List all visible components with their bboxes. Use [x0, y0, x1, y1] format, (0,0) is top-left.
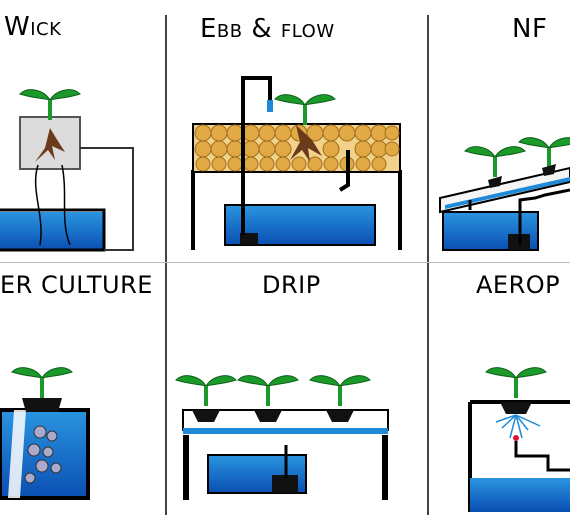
- divider-vertical-left: [165, 15, 167, 515]
- nft-system: [439, 137, 570, 251]
- ebb-pump: [240, 233, 258, 245]
- panel-title-water-culture: ER CULTURE: [0, 271, 153, 299]
- aeroponics-reservoir-water: [470, 478, 570, 512]
- drip-stand-legs: [183, 435, 388, 500]
- wick-tray-outline: [80, 147, 134, 251]
- water-culture-plant: [11, 367, 73, 399]
- air-bubble: [46, 430, 58, 442]
- air-bubble: [24, 472, 36, 484]
- aeroponics-net-pot: [500, 402, 532, 414]
- ebb-water-drip: [267, 100, 273, 112]
- water-culture-air-tube: [8, 410, 26, 498]
- air-bubble: [35, 459, 49, 473]
- ebb-overflow-pipe: [338, 150, 350, 192]
- air-bubble: [50, 462, 62, 474]
- ebb-plant: [274, 94, 336, 126]
- nft-film-water: [445, 177, 570, 209]
- divider-vertical-right: [427, 15, 429, 515]
- divider-horizontal: [0, 262, 570, 263]
- drip-plant-1: [175, 375, 237, 407]
- wick-system: [0, 89, 134, 252]
- panel-title-nft: NF: [512, 14, 548, 44]
- wick-plant: [19, 89, 81, 121]
- wick-reservoir-water: [0, 212, 104, 250]
- panel-title-wick: Wick: [4, 12, 62, 42]
- aeroponics-roots: [495, 414, 541, 439]
- drip-net-pot-2: [254, 410, 282, 422]
- air-bubble: [42, 446, 54, 458]
- wick-roots: [35, 128, 65, 162]
- water-culture-system: [0, 367, 90, 500]
- wick-strand-left: [34, 164, 42, 246]
- ebb-roots: [290, 125, 322, 162]
- panel-title-aeroponics: AEROP: [476, 271, 561, 299]
- drip-net-pot-3: [326, 410, 354, 422]
- wick-strand-right: [61, 164, 71, 246]
- aeroponics-plant: [485, 367, 547, 399]
- air-bubble: [27, 443, 41, 457]
- drip-pump: [272, 475, 298, 493]
- ebb-stand-legs: [191, 170, 402, 250]
- aeroponics-pipe: [514, 441, 570, 472]
- panel-title-drip: DRIP: [262, 271, 321, 299]
- nft-plant-2: [518, 137, 570, 169]
- air-bubble: [33, 425, 47, 439]
- nft-return-pipe: [468, 188, 570, 245]
- ebb-clay-pebbles: [194, 124, 400, 172]
- drip-system: [175, 375, 389, 500]
- drip-tray-water: [183, 428, 388, 434]
- nft-net-pot-1: [488, 176, 502, 188]
- panel-title-ebb-flow: Ebb & flow: [200, 14, 335, 44]
- aeroponics-mister: [513, 435, 519, 441]
- drip-net-pot-1: [192, 410, 220, 422]
- ebb-fill-pipe: [241, 76, 272, 235]
- wick-reservoir: [0, 208, 106, 252]
- nft-plant-1: [464, 146, 526, 178]
- water-culture-net-pot: [22, 398, 62, 412]
- nft-net-pot-2: [542, 164, 556, 176]
- ebb-flow-system: [191, 76, 402, 250]
- aeroponics-system: [468, 367, 570, 512]
- drip-plant-2: [237, 375, 299, 407]
- drip-plant-3: [309, 375, 371, 407]
